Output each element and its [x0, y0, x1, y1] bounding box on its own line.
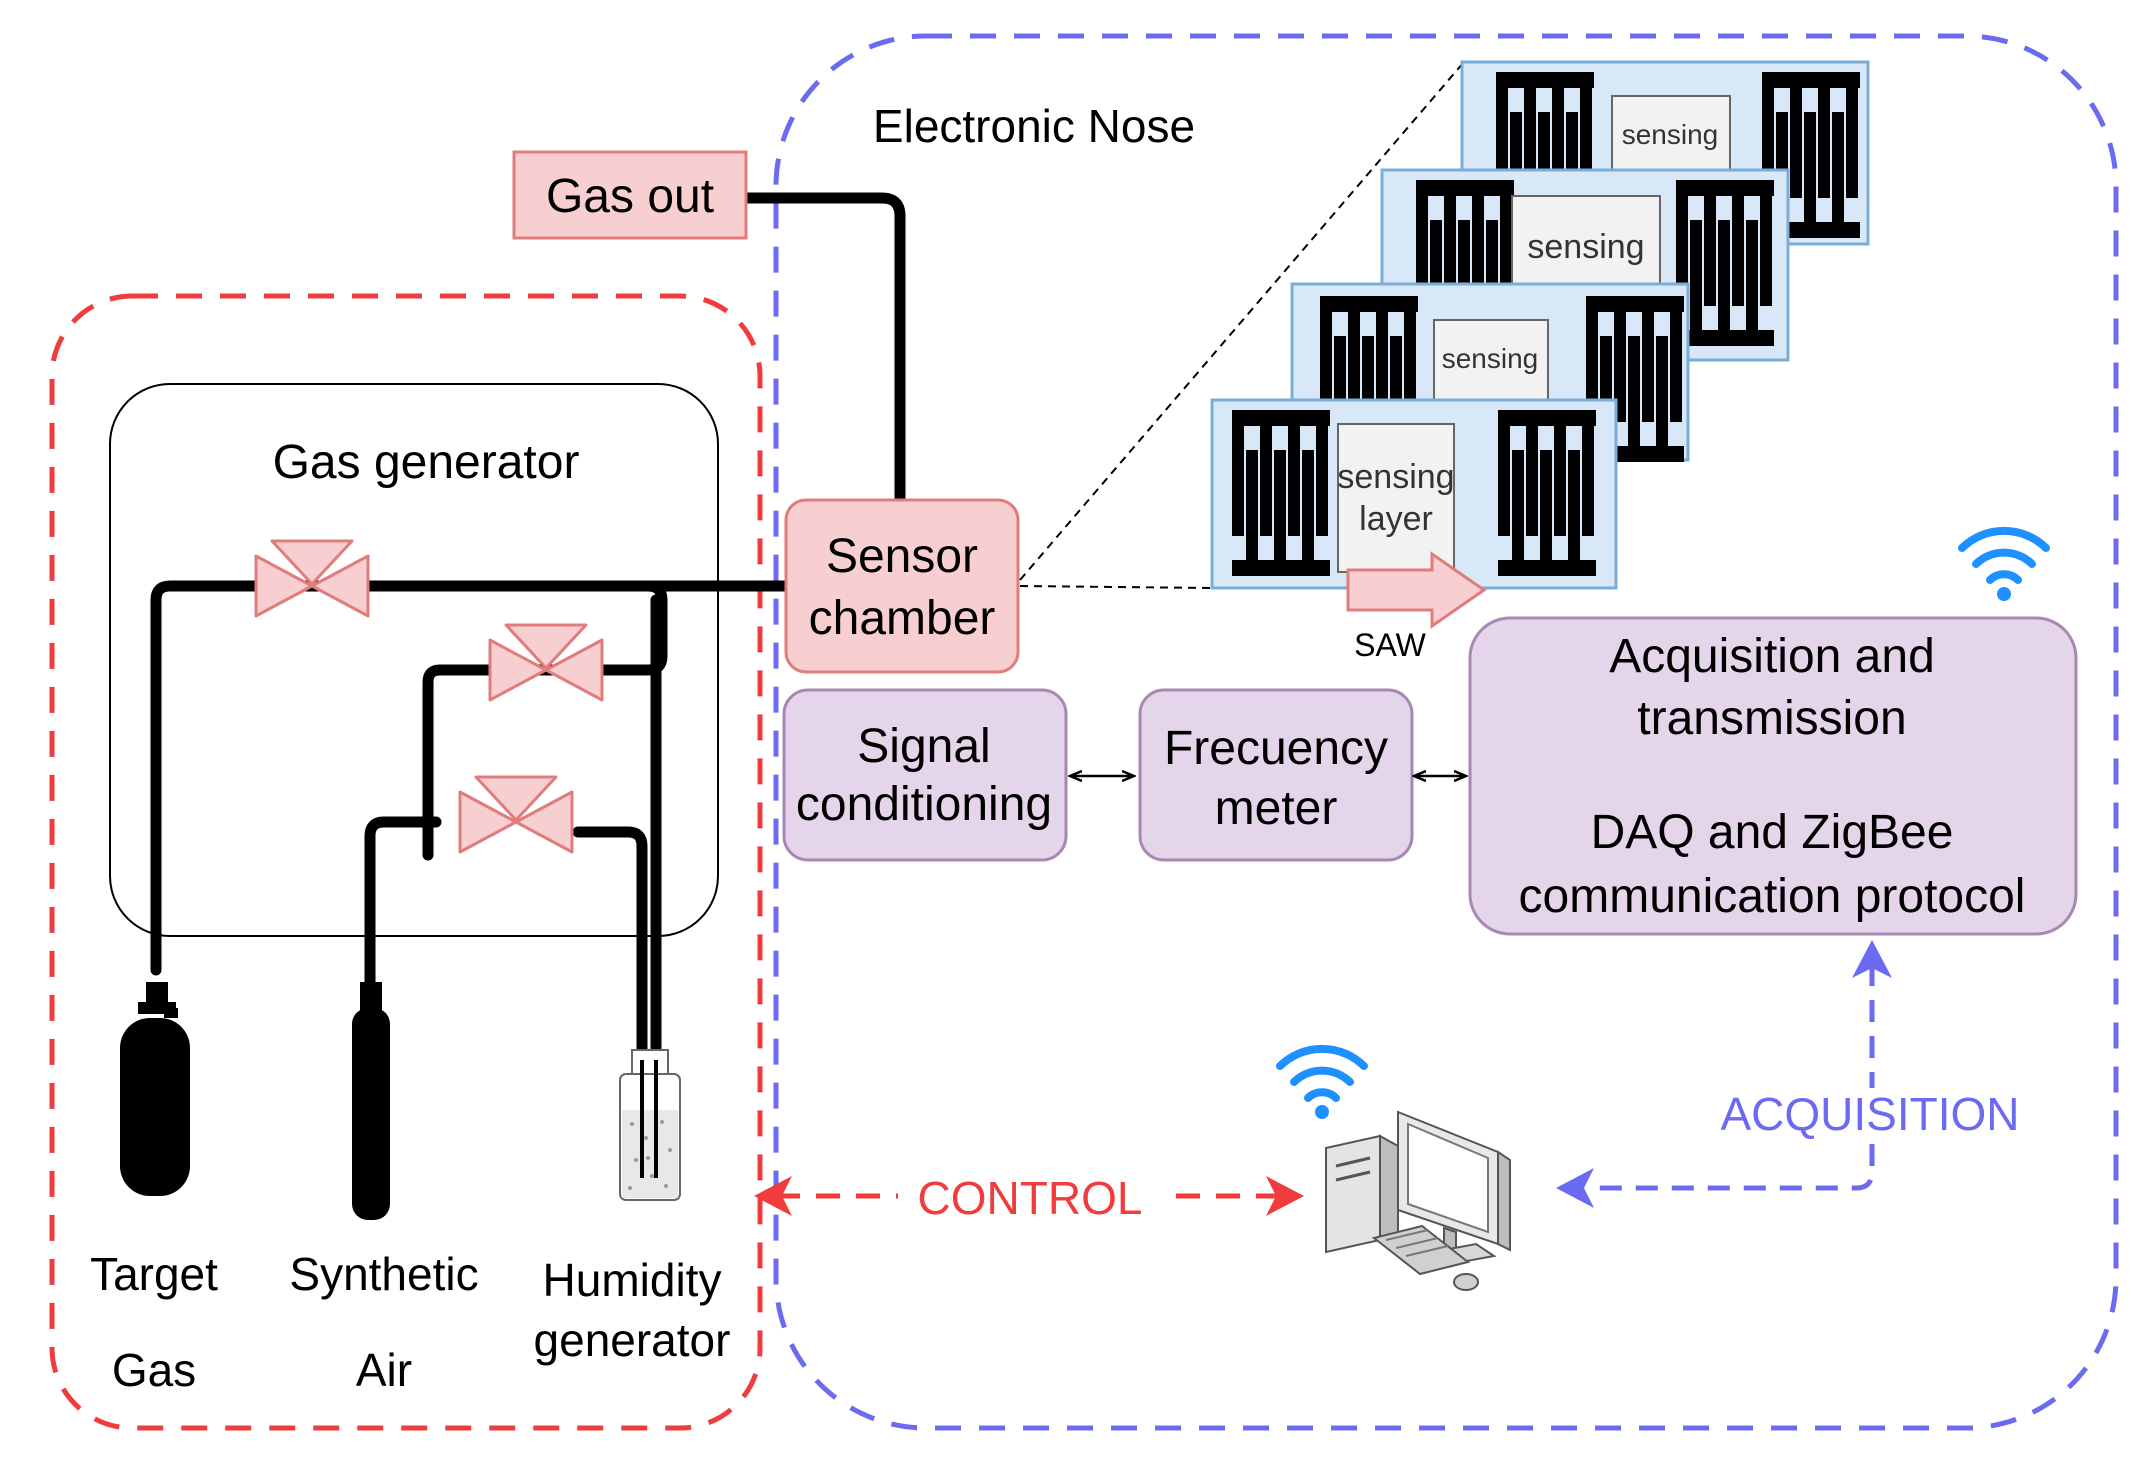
arrow-right-icon: [1346, 551, 1487, 629]
acquisition-label: DAQ and ZigBee: [1591, 806, 1954, 859]
arrow-right-icon: [1266, 1176, 1304, 1216]
acquisition-link-label: ACQUISITION: [1720, 1088, 2019, 1140]
computer-icon: [1325, 1110, 1511, 1291]
acquisition-label: transmission: [1637, 692, 1906, 745]
acquisition-label: Acquisition and: [1609, 630, 1935, 683]
sensing-label: sensing: [1442, 343, 1539, 374]
humidity-generator-label: Humidity: [543, 1254, 722, 1306]
signal-conditioning-label: Signal: [857, 720, 990, 773]
sensor-chamber-label: chamber: [809, 592, 996, 645]
gas-out-label: Gas out: [546, 170, 714, 223]
gas-system-boundary: [49, 293, 763, 1431]
bottle-icon: [619, 1049, 681, 1201]
frequency-meter-label: meter: [1215, 782, 1338, 835]
synthetic-air-label: Synthetic: [289, 1248, 478, 1300]
sensor-chamber-label: Sensor: [826, 530, 978, 583]
sensing-label: sensing: [1622, 119, 1719, 150]
gas-out-box: [512, 150, 748, 240]
arrow-left-icon: [754, 1176, 792, 1216]
frequency-meter-label: Frecuency: [1164, 722, 1388, 775]
saw-label: SAW: [1354, 627, 1427, 663]
zoom-line: [1019, 61, 1465, 581]
sensor-chamber-box: [784, 498, 1020, 674]
gas-cylinder-icon: [120, 982, 190, 1196]
acquisition-link: [1594, 964, 1875, 1191]
gas-cylinder-icon: [352, 982, 390, 1220]
gas-generator-label: Gas generator: [273, 436, 580, 489]
target-gas-label: Target: [90, 1248, 218, 1300]
electronic-nose-label: Electronic Nose: [873, 100, 1195, 152]
target-gas-label: Gas: [112, 1344, 196, 1396]
sensing-layer-label: layer: [1359, 500, 1433, 538]
saw-sensor-chip: sensing layer: [1210, 398, 1618, 629]
wifi-icon: [1280, 1049, 1364, 1119]
sensing-label: sensing: [1527, 228, 1644, 266]
humidity-generator-label: generator: [534, 1314, 731, 1366]
control-label: CONTROL: [918, 1172, 1143, 1224]
wifi-icon: [1962, 531, 2046, 601]
electronic-nose-boundary: [773, 33, 2119, 1431]
signal-conditioning-label: conditioning: [796, 778, 1052, 831]
signal-conditioning-box: [782, 688, 1068, 862]
arrow-left-icon: [1556, 1168, 1594, 1208]
zoom-line: [1019, 585, 1213, 589]
acquisition-label: communication protocol: [1519, 870, 2026, 923]
arrow-up-icon: [1852, 940, 1892, 978]
synthetic-air-label: Air: [356, 1344, 412, 1396]
acquisition-transmission-box: [1468, 616, 2078, 936]
sensing-layer-label: sensing: [1337, 458, 1454, 496]
